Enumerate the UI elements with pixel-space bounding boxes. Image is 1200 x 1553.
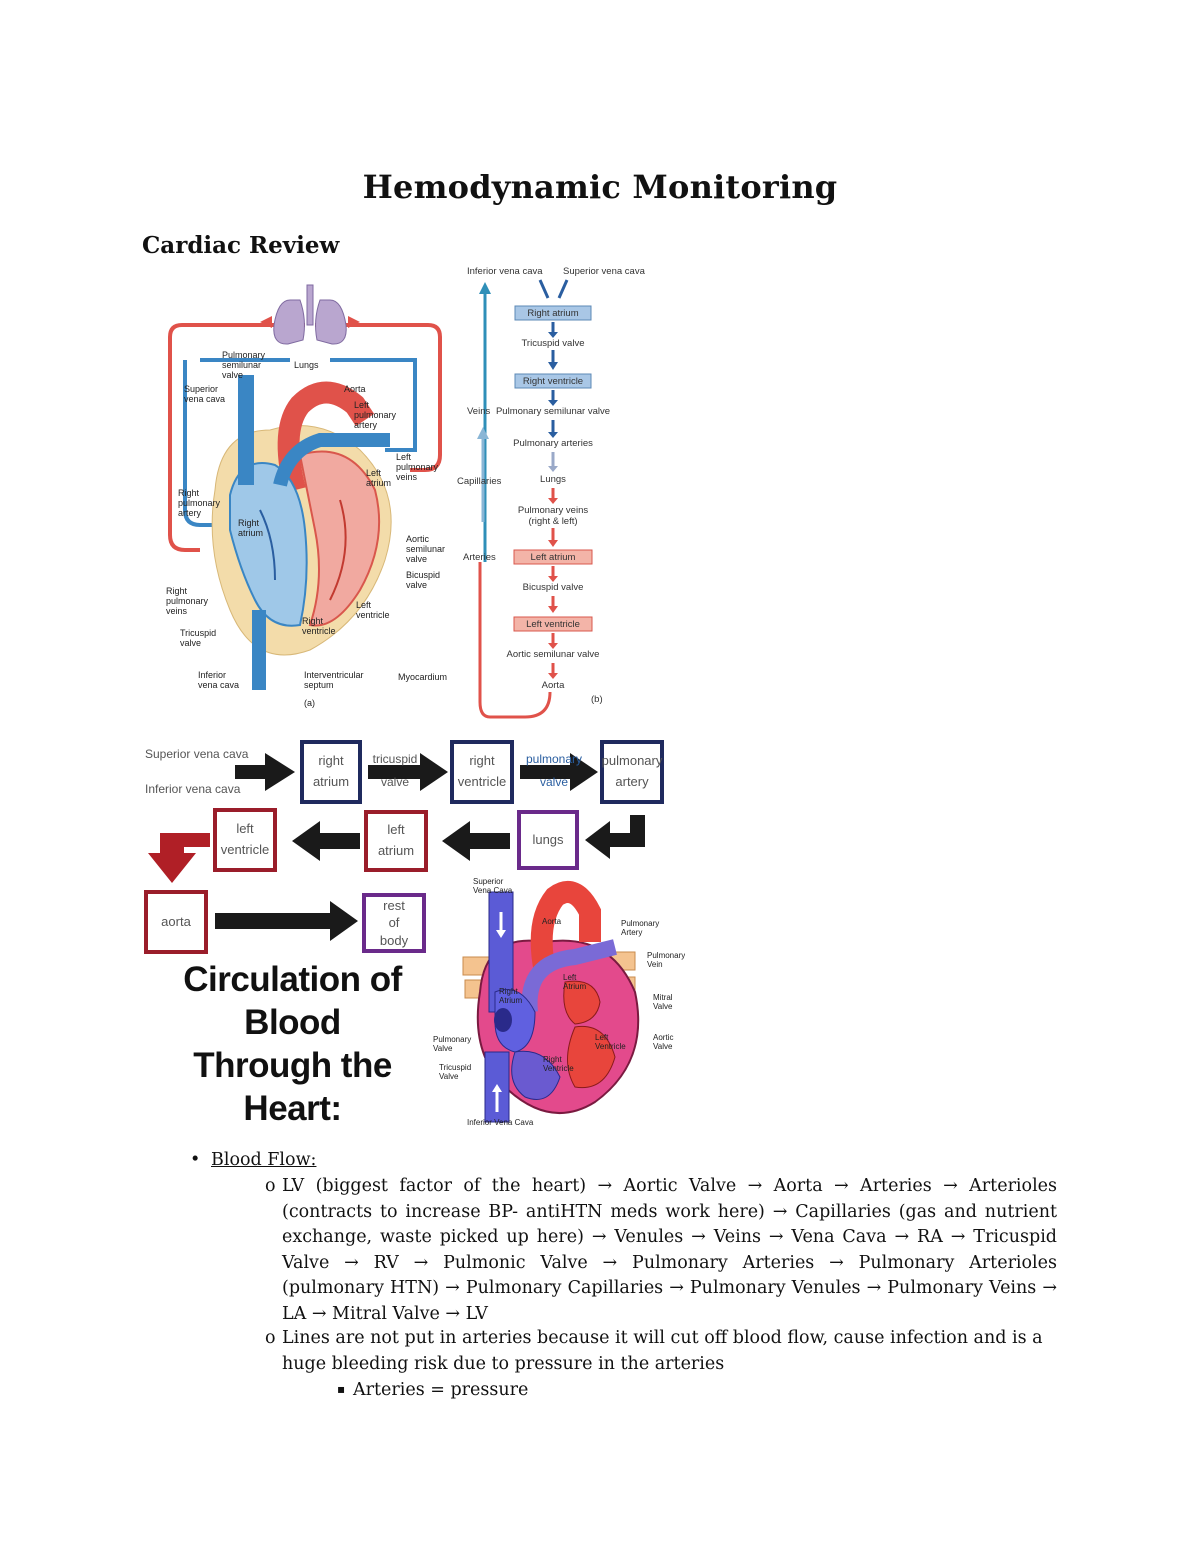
- square-bullet-mark: ▪: [337, 1382, 346, 1396]
- section-heading: Cardiac Review: [142, 232, 340, 259]
- flow-step-tricuspid-valve: Tricuspid valve: [521, 338, 584, 349]
- flow-side-capillaries: Capillaries: [457, 476, 502, 487]
- flow-step-aorta: Aorta: [542, 680, 565, 691]
- input-superior-vena-cava: Superior vena cava: [145, 747, 249, 761]
- box-lungs: lungs: [517, 810, 579, 870]
- circulation-flowchart: Superior vena cava Inferior vena cava ri…: [140, 735, 680, 960]
- label-aortic-semilunar-valve: Aortic semilunar valve: [406, 534, 448, 564]
- flowchart-arrows: [148, 753, 645, 941]
- sub-bullet-mark: o: [265, 1176, 276, 1196]
- flow-step-pulmonary-arteries: Pulmonary arteries: [513, 438, 593, 449]
- label-tricuspid-valve: Tricuspid valve: [180, 628, 219, 648]
- flow-step-right-atrium: Right atrium: [527, 308, 578, 319]
- label-myocardium: Myocardium: [398, 672, 447, 682]
- label-superior-vena-cava: Superior vena cava: [184, 384, 225, 404]
- flow-side-veins: Veins: [467, 406, 490, 417]
- figure-a-caption: (a): [304, 698, 315, 708]
- heart-anatomy-figure: Pulmonary semilunar valve Lungs Superior…: [160, 280, 460, 715]
- label-right-pulmonary-artery: Right pulmonary artery: [178, 488, 223, 518]
- document-title: Hemodynamic Monitoring: [362, 168, 838, 206]
- blood-flow-sequence-figure: Inferior vena cava Superior vena cava Ri…: [455, 262, 655, 722]
- flow-step-left-atrium: Left atrium: [531, 552, 576, 563]
- arteries-pressure-text: Arteries = pressure: [353, 1380, 529, 1400]
- flow-step-pulmonary-veins-sides: (right & left): [528, 516, 577, 527]
- flow-top-right-label: Superior vena cava: [563, 266, 646, 277]
- flow-step-pulmonary-semilunar-valve: Pulmonary semilunar valve: [496, 406, 610, 417]
- blood-flow-label: Blood Flow:: [211, 1150, 317, 1170]
- label-left-ventricle: Left ventricle: [356, 600, 390, 620]
- flow-step-right-ventricle: Right ventricle: [523, 376, 583, 387]
- flow-step-bicuspid-valve: Bicuspid valve: [523, 582, 584, 593]
- figure-b-caption: (b): [591, 694, 603, 705]
- label-left-atrium: Left atrium: [366, 468, 391, 488]
- flow-step-left-ventricle: Left ventricle: [526, 619, 580, 630]
- label-pulmonary-semilunar-valve: Pulmonary semilunar valve: [222, 350, 268, 380]
- flow-top-left-label: Inferior vena cava: [467, 266, 543, 277]
- box-aorta: aorta: [144, 890, 208, 954]
- label-right-atrium: Right atrium: [238, 518, 263, 538]
- circulation-title: Circulation of Blood Through the Heart:: [183, 960, 402, 1128]
- label-lungs: Lungs: [294, 360, 319, 370]
- c-label-aorta: Aorta: [542, 917, 562, 926]
- flow-sequence-text: LV (biggest factor of the heart) → Aorti…: [282, 1176, 1057, 1324]
- blood-flow-sequence-diagram: Inferior vena cava Superior vena cava Ri…: [457, 266, 646, 719]
- label-aorta: Aorta: [344, 384, 366, 394]
- sub-bullet-mark: o: [265, 1328, 276, 1348]
- flow-step-arrows: [538, 279, 569, 679]
- label-right-ventricle: Right ventricle: [302, 616, 336, 636]
- arterial-lines-text: Lines are not put in arteries because it…: [282, 1328, 1043, 1374]
- flow-step-lungs: Lungs: [540, 474, 566, 485]
- label-interventricular-septum: Interventricular septum: [304, 670, 366, 690]
- flow-step-pulmonary-veins: Pulmonary veins: [518, 505, 588, 516]
- flow-side-arteries: Arteries: [463, 552, 496, 563]
- heart-anatomy-illustration: Pulmonary semilunar valve Lungs Superior…: [166, 284, 448, 708]
- label-inferior-vena-cava: Inferior vena cava: [198, 670, 239, 690]
- label-right-pulmonary-veins: Right pulmonary veins: [166, 586, 211, 616]
- bullet-mark: •: [190, 1150, 201, 1170]
- c-label-inferior-vena-cava: Inferior Vena Cava: [467, 1118, 534, 1127]
- flow-step-aortic-semilunar-valve: Aortic semilunar valve: [507, 649, 600, 660]
- label-bicuspid-valve: Bicuspid valve: [406, 570, 443, 590]
- input-inferior-vena-cava: Inferior vena cava: [145, 782, 241, 796]
- label-left-pulmonary-veins: Left pulmonary veins: [396, 452, 441, 482]
- label-left-pulmonary-artery: Left pulmonary artery: [354, 400, 399, 430]
